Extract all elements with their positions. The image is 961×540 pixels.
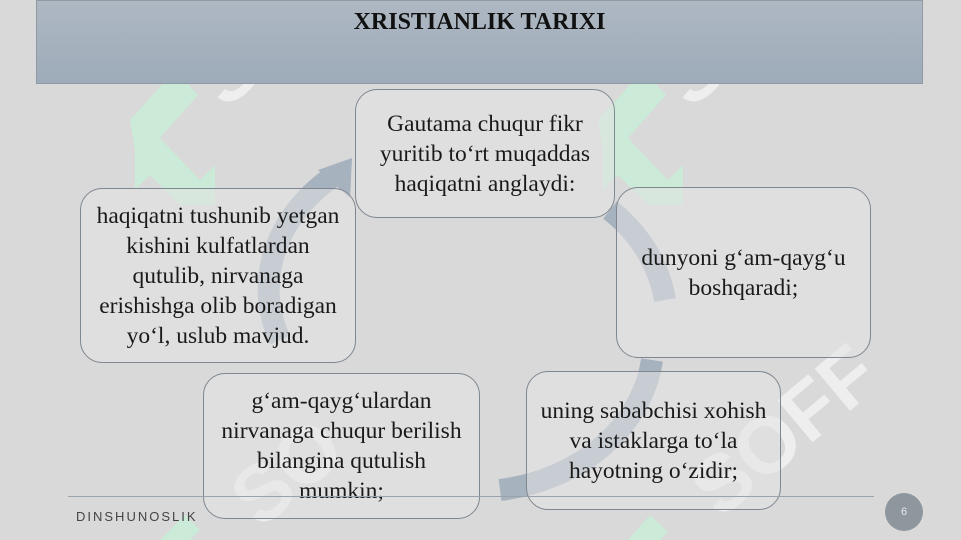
- cycle-node-right: dunyoni g‘am-qayg‘u boshqaradi;: [616, 187, 871, 358]
- node-text: dunyoni g‘am-qayg‘u boshqaradi;: [641, 244, 846, 301]
- node-text: uning sababchisi xohish va istaklarga to…: [540, 397, 767, 484]
- node-text: g‘am-qayg‘ulardan nirvanaga chuqur beril…: [221, 388, 462, 504]
- cycle-arrowhead-icon: [318, 158, 352, 198]
- node-text: haqiqatni tushunib yetgan kishini kulfat…: [96, 202, 340, 349]
- footer-divider: [68, 496, 874, 497]
- cycle-node-top: Gautama chuqur fikr yuritib to‘rt muqadd…: [355, 89, 615, 218]
- slide-title: XRISTIANLIK TARIXI: [353, 9, 606, 35]
- footer-label: DINSHUNOSLIK: [76, 509, 198, 524]
- cycle-node-bottom-left: g‘am-qayg‘ulardan nirvanaga chuqur beril…: [203, 373, 480, 519]
- cycle-node-bottom-right: uning sababchisi xohish va istaklarga to…: [526, 371, 781, 510]
- node-text: Gautama chuqur fikr yuritib to‘rt muqadd…: [379, 110, 591, 197]
- page-number-badge: 6: [885, 493, 923, 531]
- header-band: XRISTIANLIK TARIXI: [36, 0, 923, 84]
- cycle-node-left: haqiqatni tushunib yetgan kishini kulfat…: [80, 188, 356, 363]
